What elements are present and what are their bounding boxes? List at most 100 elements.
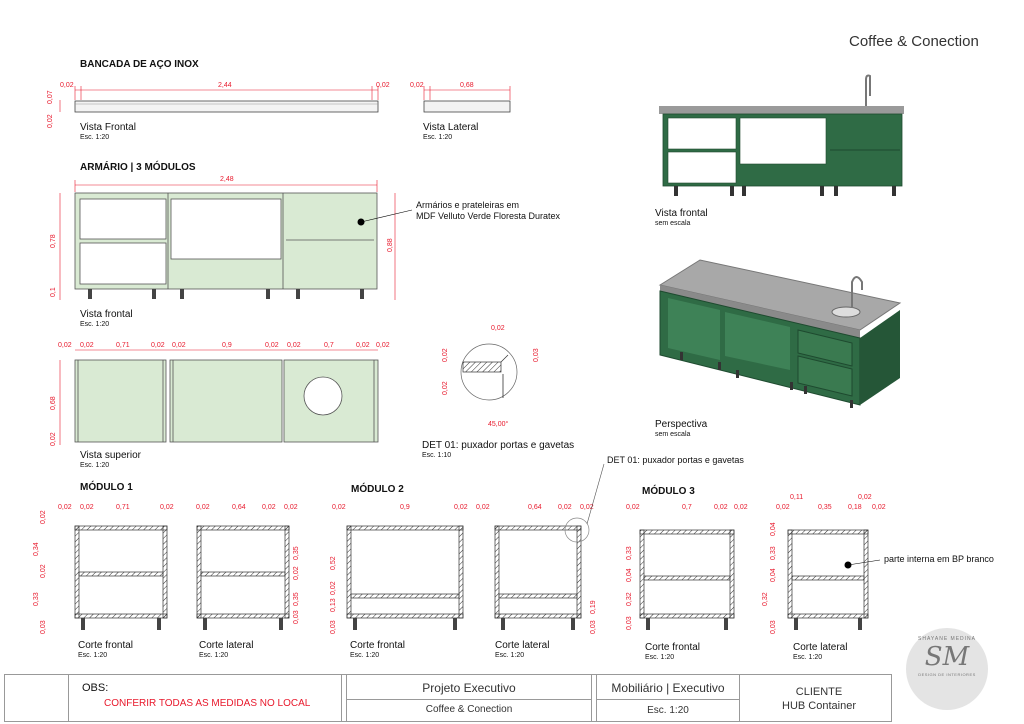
dim-sup-side-2: 0,02 (50, 432, 57, 446)
dim-bancada-lat-1: 0,02 (410, 82, 424, 89)
dim-m3f-s2: 0,04 (626, 568, 633, 582)
dim-sup-11: 0,02 (376, 342, 390, 349)
dim-sup-4: 0,02 (151, 342, 165, 349)
dim-m1f-2: 0,02 (80, 504, 94, 511)
dim-sup-10: 0,02 (356, 342, 370, 349)
dim-m2l-3: 0,02 (558, 504, 572, 511)
tb-projeto (346, 674, 592, 722)
caption-perspectiva: Perspectiva (655, 419, 708, 430)
caption-bancada-lateral: Vista Lateral (423, 122, 479, 133)
dim-bancada-1: 0,02 (60, 82, 74, 89)
technical-drawing: 0,02 2,44 0,02 0,07 0,02 0,02 0,68 2,48 … (33, 74, 904, 634)
dim-m2f-1: 0,02 (332, 504, 346, 511)
dim-m2f-s1: 0,52 (330, 556, 337, 570)
dim-armario-h1: 0,78 (50, 234, 57, 248)
dim-m1f-3: 0,71 (116, 504, 130, 511)
caption-m2-lateral: Corte lateral (495, 640, 550, 651)
dim-sup-3: 0,71 (116, 342, 130, 349)
dim-m1f-4: 0,02 (160, 504, 174, 511)
scale-m2-frontal: Esc. 1:20 (350, 652, 380, 659)
dim-m1f-1: 0,02 (58, 504, 72, 511)
dim-m1l-1: 0,02 (196, 504, 210, 511)
caption-render-frontal: Vista frontal (655, 208, 708, 219)
dim-m3l-5: 0,02 (858, 494, 872, 501)
dim-m3l-s5: 0,03 (770, 620, 777, 634)
det01-drawing (460, 343, 518, 401)
dim-m2l-4: 0,02 (580, 504, 594, 511)
dim-m2f-s4: 0,03 (330, 620, 337, 634)
scale-armario-superior: Esc. 1:20 (80, 462, 110, 469)
caption-bancada-frontal: Vista Frontal (80, 122, 136, 133)
dim-m2l-s1: 0,19 (590, 600, 597, 614)
caption-m1-lateral: Corte lateral (199, 640, 254, 651)
dim-sup-5: 0,02 (172, 342, 186, 349)
dim-m1l-s2: 0,02 (293, 566, 300, 580)
dim-m2f-3: 0,02 (454, 504, 468, 511)
dim-m3f-4: 0,02 (734, 504, 748, 511)
section-modulo3: MÓDULO 3 (642, 486, 695, 497)
scale-m1-frontal: Esc. 1:20 (78, 652, 108, 659)
dim-m1f-s1: 0,02 (40, 510, 47, 524)
dim-bancada-3: 0,02 (376, 82, 390, 89)
dim-armario-h2: 0,1 (50, 287, 57, 297)
module-sections (74, 525, 869, 630)
dim-det-3: 0,02 (442, 381, 449, 395)
dim-m3f-s4: 0,03 (626, 616, 633, 630)
caption-armario-frontal: Vista frontal (80, 309, 133, 320)
note-material-1: Armários e prateleiras em (416, 200, 520, 210)
dim-m2f-2: 0,9 (400, 504, 410, 511)
dim-m3l-2: 0,02 (776, 504, 790, 511)
dim-m1f-s5: 0,03 (40, 620, 47, 634)
caption-m1-frontal: Corte frontal (78, 640, 134, 651)
section-modulo2: MÓDULO 2 (351, 484, 404, 495)
scale-render-frontal: sem escala (655, 220, 691, 227)
dim-m2l-2: 0,64 (528, 504, 542, 511)
dim-m3l-s3: 0,04 (770, 568, 777, 582)
render-frontal (659, 74, 904, 196)
caption-m3-lateral: Corte lateral (793, 642, 848, 653)
dim-m3l-s2: 0,33 (770, 546, 777, 560)
tb-categoria (596, 674, 740, 722)
tb-projeto-nome: Coffee & Conection (425, 704, 513, 715)
scale-bancada-lateral: Esc. 1:20 (423, 134, 453, 141)
dim-sup-2: 0,02 (80, 342, 94, 349)
dim-m1l-s4: 0,03 (293, 610, 300, 624)
dim-bancada-side-2: 0,02 (47, 114, 54, 128)
tb-obs (68, 674, 342, 722)
dim-m3l-s4: 0,32 (762, 592, 769, 606)
dim-m3f-3: 0,02 (714, 504, 728, 511)
note-material-2: MDF Velluto Verde Floresta Duratex (416, 211, 561, 221)
note-interna: parte interna em BP branco (884, 554, 994, 564)
dim-sup-side-1: 0,68 (50, 396, 57, 410)
tb-cliente-label: CLIENTE (795, 686, 843, 698)
scale-det01: Esc. 1:10 (422, 452, 452, 459)
bancada-lateral (423, 100, 511, 113)
dim-m3f-s3: 0,32 (626, 592, 633, 606)
scale-armario-frontal: Esc. 1:20 (80, 321, 110, 328)
caption-m2-frontal: Corte frontal (350, 640, 406, 651)
dim-bancada-lat-2: 0,68 (460, 82, 474, 89)
dim-m3l-4: 0,18 (848, 504, 862, 511)
dim-armario-h3: 0,88 (387, 238, 394, 252)
dim-m2f-s2: 0,02 (330, 581, 337, 595)
project-title: Coffee & Conection (849, 33, 979, 50)
section-bancada: BANCADA DE AÇO INOX (80, 59, 199, 70)
dim-sup-8: 0,02 (287, 342, 301, 349)
dim-m1l-s1: 0,35 (293, 546, 300, 560)
dim-m2f-s3: 0,13 (330, 598, 337, 612)
dimensions: 0,02 2,44 0,02 0,07 0,02 0,02 0,68 2,48 … (33, 82, 886, 634)
dim-m2l-s2: 0,03 (590, 620, 597, 634)
scale-m1-lateral: Esc. 1:20 (199, 652, 229, 659)
dim-m3f-s1: 0,33 (626, 546, 633, 560)
scale-m3-lateral: Esc. 1:20 (793, 654, 823, 661)
dim-m3f-1: 0,02 (626, 504, 640, 511)
scale-bancada-frontal: Esc. 1:20 (80, 134, 110, 141)
caption-armario-superior: Vista superior (80, 450, 141, 461)
dim-m3f-2: 0,7 (682, 504, 692, 511)
logo-name: SHAYANE MEDINA (918, 636, 976, 642)
dim-sup-9: 0,7 (324, 342, 334, 349)
dim-m1l-4: 0,02 (284, 504, 298, 511)
dim-det-4: 45,00° (488, 420, 509, 428)
section-armario: ARMÁRIO | 3 MÓDULOS (80, 162, 196, 173)
scale-perspectiva: sem escala (655, 431, 691, 438)
